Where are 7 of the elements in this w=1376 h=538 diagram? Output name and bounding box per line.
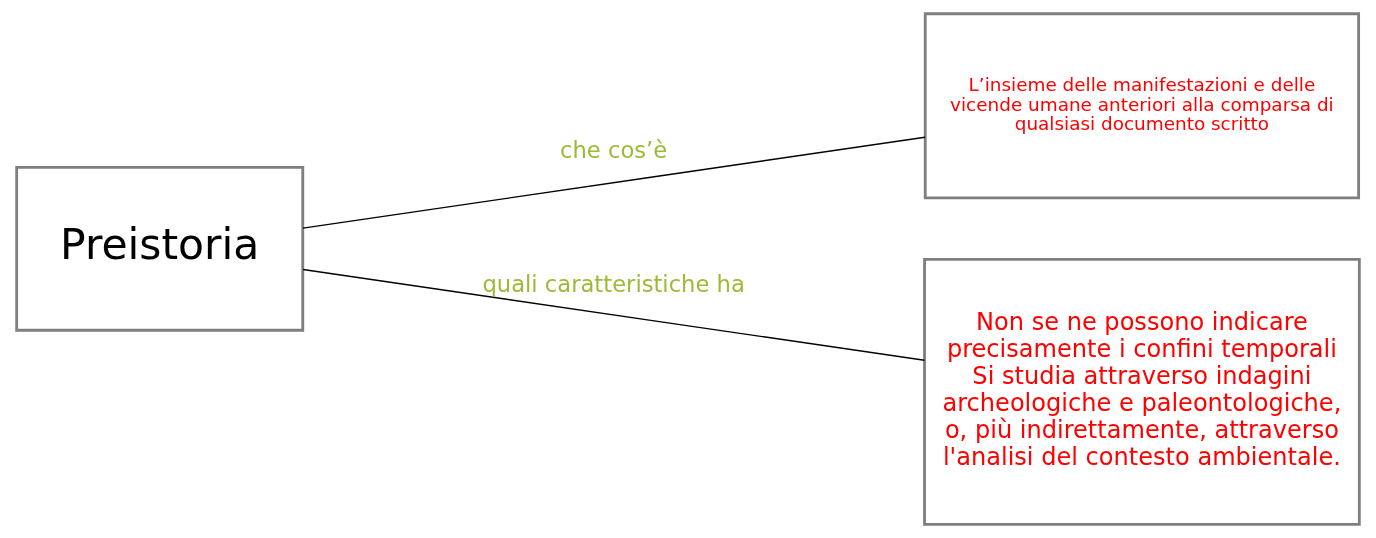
node-box: L’insieme delle manifestazioni e delle vicende umane anteriori alla comparsa di qualsiasi documento scritto [923, 12, 1361, 200]
edge-label: che cos’è [560, 136, 668, 163]
edge-label: quali caratteristiche ha [482, 271, 745, 298]
node-box: Preistoria [15, 165, 305, 332]
connector [302, 268, 926, 361]
node-box: Non se ne possono indicare precisamente i confini temporali Si studia attraverso indagini archeologiche e paleontologiche, o, più indirettamente, attraverso l'analisi del contesto ambientale. [923, 258, 1361, 526]
connector [302, 136, 926, 229]
